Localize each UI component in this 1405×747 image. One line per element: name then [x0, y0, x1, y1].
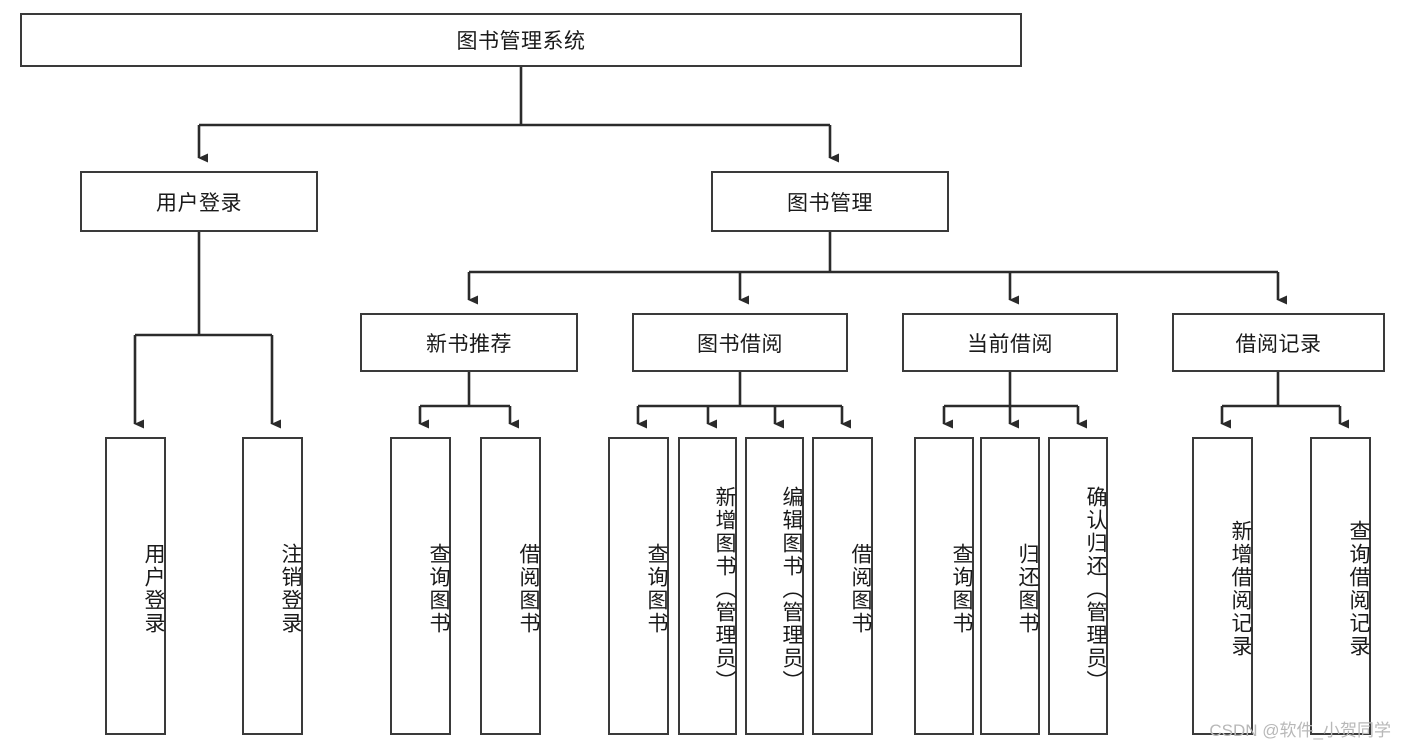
node-borrow-record[interactable]: 借阅记录 — [1172, 313, 1385, 372]
leaf-user-login-logout[interactable]: 注销登录 — [242, 437, 303, 735]
node-label: 当前借阅 — [967, 332, 1053, 356]
leaf-user-login-login[interactable]: 用户登录 — [105, 437, 166, 735]
leaf-current-borrow-return[interactable]: 归还图书 — [980, 437, 1040, 735]
node-root-system[interactable]: 图书管理系统 — [20, 13, 1022, 67]
node-label: 借阅图书 — [517, 543, 540, 635]
node-label: 注销登录 — [279, 543, 302, 635]
node-label: 新增图书（管理员） — [713, 485, 736, 693]
leaf-book-borrow-add[interactable]: 新增图书（管理员） — [678, 437, 737, 735]
node-label: 图书借阅 — [697, 332, 783, 356]
node-new-book-recommend[interactable]: 新书推荐 — [360, 313, 578, 372]
node-label: 查询借阅记录 — [1347, 520, 1370, 658]
node-label: 借阅图书 — [849, 543, 872, 635]
leaf-book-borrow-query[interactable]: 查询图书 — [608, 437, 669, 735]
leaf-borrow-record-query[interactable]: 查询借阅记录 — [1310, 437, 1371, 735]
node-current-borrow[interactable]: 当前借阅 — [902, 313, 1118, 372]
node-label: 新增借阅记录 — [1229, 520, 1252, 658]
node-label: 借阅记录 — [1235, 332, 1322, 356]
leaf-current-borrow-query[interactable]: 查询图书 — [914, 437, 974, 735]
leaf-new-book-borrow[interactable]: 借阅图书 — [480, 437, 541, 735]
node-label: 编辑图书（管理员） — [780, 485, 803, 693]
node-label: 归还图书 — [1016, 543, 1039, 635]
node-label: 查询图书 — [950, 543, 973, 635]
node-label: 用户登录 — [156, 191, 242, 215]
node-label: 图书管理 — [787, 191, 873, 215]
leaf-current-borrow-confirm-return[interactable]: 确认归还（管理员） — [1048, 437, 1108, 735]
node-book-borrow[interactable]: 图书借阅 — [632, 313, 848, 372]
leaf-borrow-record-add[interactable]: 新增借阅记录 — [1192, 437, 1253, 735]
node-label: 查询图书 — [427, 543, 450, 635]
node-label: 用户登录 — [142, 543, 165, 635]
node-book-management[interactable]: 图书管理 — [711, 171, 949, 232]
node-label: 确认归还（管理员） — [1084, 485, 1107, 693]
node-label: 图书管理系统 — [456, 30, 586, 53]
node-label: 新书推荐 — [426, 332, 512, 356]
watermark-text: CSDN @软件_小贺同学 — [1209, 721, 1391, 740]
leaf-book-borrow-edit[interactable]: 编辑图书（管理员） — [745, 437, 804, 735]
leaf-new-book-query[interactable]: 查询图书 — [390, 437, 451, 735]
node-label: 查询图书 — [645, 543, 668, 635]
node-user-login[interactable]: 用户登录 — [80, 171, 318, 232]
leaf-book-borrow-borrow[interactable]: 借阅图书 — [812, 437, 873, 735]
